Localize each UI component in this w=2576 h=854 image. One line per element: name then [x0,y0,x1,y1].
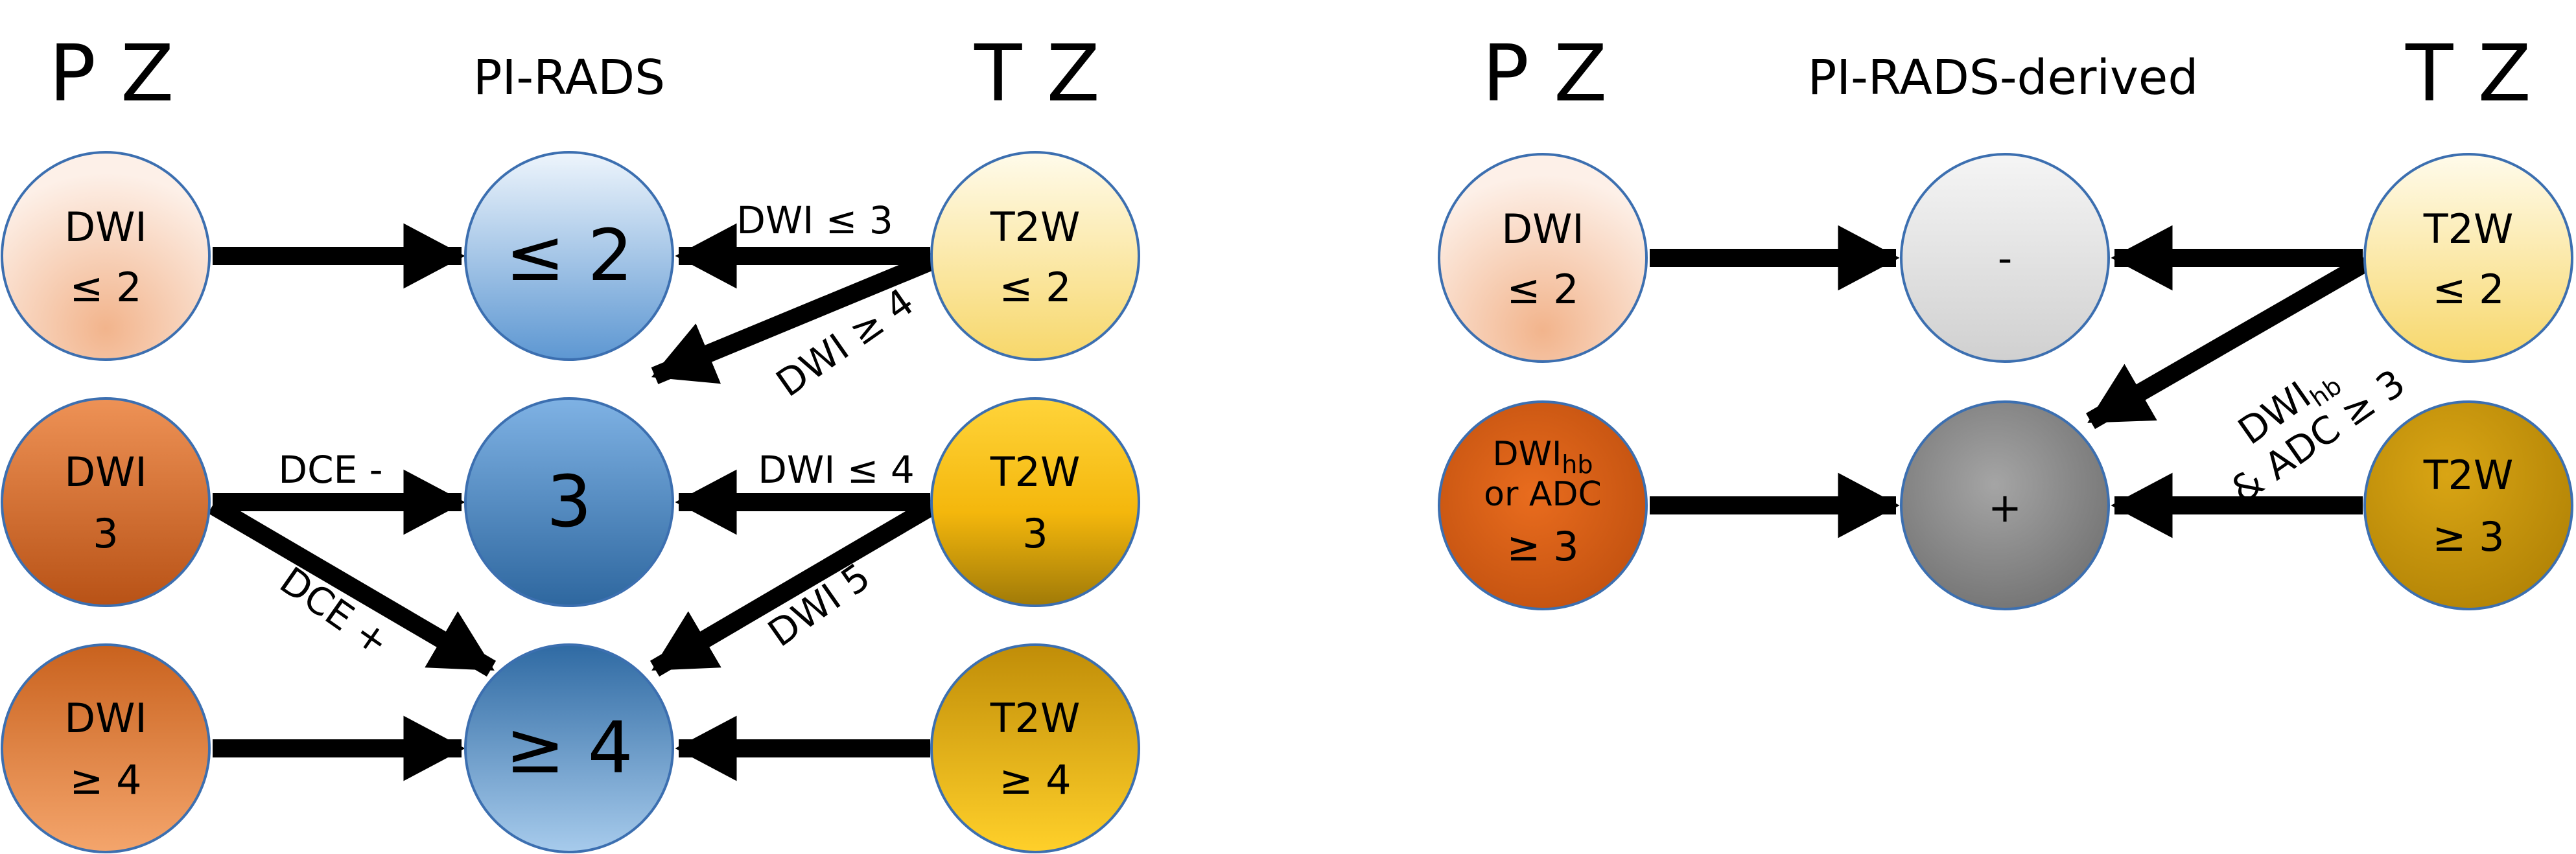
right-center-node-minus: - [1900,153,2110,363]
node-line1: T2W [2423,205,2514,253]
left-arrows [207,223,939,781]
node-circle [1,643,211,853]
left-center-node-3: ≥ 4 [464,643,674,853]
derived-result: + [1988,484,2022,531]
left-center-header: PI-RADS [473,50,665,106]
derived-result: - [1998,235,2012,282]
right-tz-node-2: T2W ≥ 3 [2363,400,2573,610]
arrow-tz2-to-c3 [650,497,939,677]
left-tz-header: T Z [974,29,1100,119]
node-circle [1438,153,1648,363]
node-line1: T2W [990,695,1081,742]
arrow-pz2-to-c3 [207,497,497,677]
node-circle [2363,153,2573,363]
arrow-r-tz1-to-plus [2086,254,2371,430]
node-line2: ≥ 4 [999,756,1071,803]
node-line1: DWIhb [1492,435,1593,479]
node-line1: DWI [64,695,146,742]
arrow-tz1-to-c2 [651,252,937,384]
node-circle [930,151,1140,361]
right-tz-header: T Z [2405,29,2531,119]
left-tz-node-1: T2W ≤ 2 [930,151,1140,361]
pirads-score: ≤ 2 [505,214,633,297]
node-line2: ≤ 2 [999,264,1071,311]
node-line1: T2W [990,448,1081,496]
left-center-node-1: ≤ 2 [464,151,674,361]
node-circle [1900,153,2110,363]
node-circle [930,397,1140,607]
right-center-node-plus: + [1900,400,2110,610]
node-circle [1900,400,2110,610]
left-tz-node-3: T2W ≥ 4 [930,643,1140,853]
node-line1: T2W [2423,452,2514,499]
left-pz-node-2: DWI 3 [1,397,211,607]
node-line2: ≤ 2 [1506,266,1578,313]
node-circle [1,151,211,361]
right-tz-node-1: T2W ≤ 2 [2363,153,2573,363]
node-line1: DWI [64,448,146,496]
right-arrows [1650,225,2371,538]
node-line2: 3 [93,510,118,557]
left-tz-node-2: T2W 3 [930,397,1140,607]
node-line1-main: DWI [1492,435,1562,474]
node-circle [1438,400,1648,610]
left-pz-node-3: DWI ≥ 4 [1,643,211,853]
right-pz-node-2: DWIhb or ADC ≥ 3 [1438,400,1648,610]
node-line2: 3 [1022,510,1048,557]
right-pz-node-1: DWI ≤ 2 [1438,153,1648,363]
right-center-header: PI-RADS-derived [1808,50,2199,106]
node-line1: DWI [64,203,146,251]
node-line2: ≥ 4 [69,756,141,803]
left-panel: P Z PI-RADS T Z DWI ≤ 3 DWI ≥ 4 DCE - DC… [1,29,1140,853]
node-circle [2363,400,2573,610]
pirads-score: 3 [546,460,592,543]
label-pz2-c2: DCE - [278,448,382,492]
right-panel: P Z PI-RADS-derived T Z DWIhb & ADC ≥ 3 … [1438,29,2573,610]
right-pz-header: P Z [1482,29,1608,119]
node-circle [464,151,674,361]
node-circle [464,397,674,607]
left-pz-header: P Z [49,29,174,119]
node-line1-sub: hb [1562,450,1593,479]
node-line2: ≤ 2 [69,264,141,311]
node-line2: ≥ 3 [2432,513,2504,560]
label-tz1-c1: DWI ≤ 3 [736,198,893,242]
node-line1: DWI [1501,205,1584,253]
node-circle [1,397,211,607]
node-line2: or ADC [1484,475,1602,514]
node-circle [930,643,1140,853]
node-circle [464,643,674,853]
node-line2: ≤ 2 [2432,266,2504,313]
left-pz-node-1: DWI ≤ 2 [1,151,211,361]
node-line1: T2W [990,203,1081,251]
node-line3: ≥ 3 [1506,523,1578,570]
pirads-score: ≥ 4 [505,706,633,789]
left-center-node-2: 3 [464,397,674,607]
label-tz2-c2: DWI ≤ 4 [758,448,915,492]
